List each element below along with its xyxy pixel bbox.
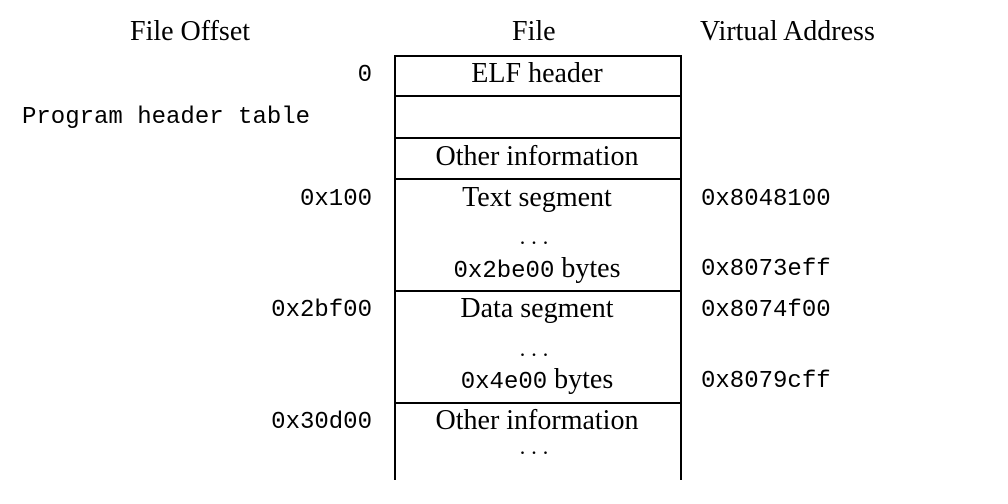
divider-data-segment xyxy=(394,402,680,404)
vaddr-data-end: 0x8079cff xyxy=(701,368,831,395)
file-layout-box xyxy=(394,55,682,480)
text-segment-ellipsis: ... xyxy=(519,224,555,249)
other-information-cell: Other information xyxy=(435,141,639,172)
other-information-cell-2: Other information xyxy=(435,405,639,436)
text-segment-size: 0x2be00 bytes xyxy=(396,253,678,285)
offset-data-segment: 0x2bf00 xyxy=(271,297,372,324)
text-segment-size-value: 0x2be00 xyxy=(453,258,555,285)
elf-header-cell: ELF header xyxy=(471,58,603,89)
divider-text-segment xyxy=(394,290,680,292)
divider-top xyxy=(394,55,680,57)
text-segment-cell: Text segment xyxy=(462,182,612,213)
offset-other-information: 0x30d00 xyxy=(271,409,372,436)
vaddr-text-end: 0x8073eff xyxy=(701,256,831,283)
divider-other-info xyxy=(394,178,680,180)
vaddr-text-start: 0x8048100 xyxy=(701,186,831,213)
vaddr-data-start: 0x8074f00 xyxy=(701,297,831,324)
data-segment-size-unit: bytes xyxy=(554,364,614,395)
data-segment-size: 0x4e00 bytes xyxy=(396,364,678,396)
offset-text-segment: 0x100 xyxy=(299,186,372,213)
other-information-ellipsis: ... xyxy=(519,434,555,459)
divider-program-header xyxy=(394,137,680,139)
data-segment-size-value: 0x4e00 xyxy=(460,369,548,396)
text-segment-size-unit: bytes xyxy=(561,253,621,284)
file-header: File xyxy=(512,16,556,47)
offset-zero: 0 xyxy=(357,62,372,89)
offset-program-header-table: Program header table xyxy=(22,104,311,131)
divider-elf-header xyxy=(394,95,680,97)
virtual-address-header: Virtual Address xyxy=(700,16,875,47)
file-offset-header: File Offset xyxy=(130,16,251,47)
data-segment-cell: Data segment xyxy=(460,293,614,324)
data-segment-ellipsis: ... xyxy=(519,336,555,361)
